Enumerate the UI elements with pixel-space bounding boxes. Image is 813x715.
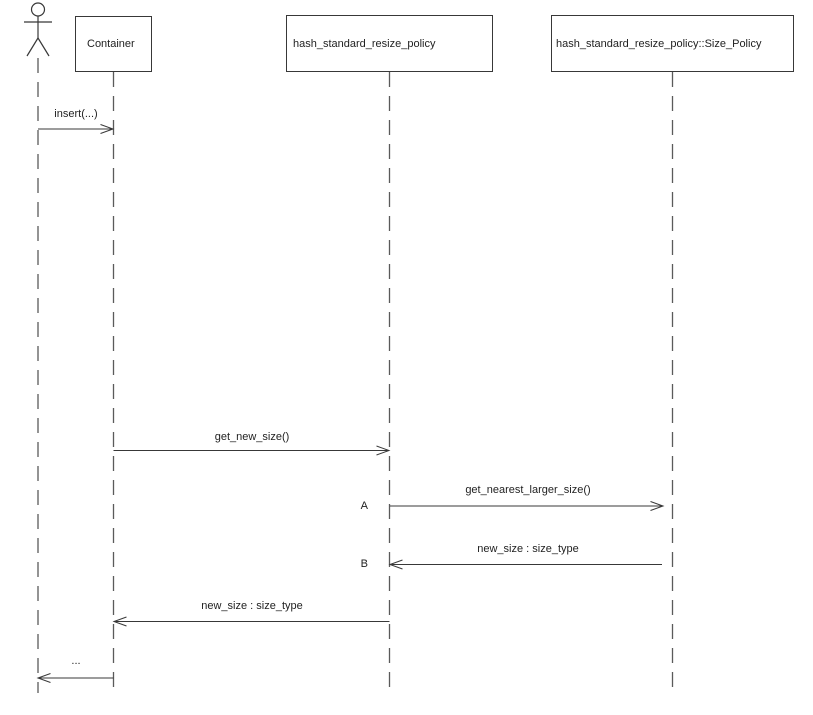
arrowhead-left-icon: [112, 616, 127, 627]
arrowhead-left-icon: [36, 673, 51, 683]
actor-head: [30, 2, 46, 17]
actor-right-leg: [37, 37, 50, 57]
participant-size-policy-label: hash_standard_resize_policy::Size_Policy: [556, 37, 762, 50]
arrow-get-nearest-larger-size: [390, 501, 665, 511]
arrowhead-right-icon: [376, 445, 391, 456]
message-label-get-nearest-larger-size: get_nearest_larger_size(): [465, 484, 591, 496]
arrow-new-size-return-to-policy: [388, 559, 662, 570]
participant-container-label: Container: [87, 38, 135, 50]
message-label-new-size-to-container: new_size : size_type: [201, 600, 303, 612]
message-label-new-size-to-policy: new_size : size_type: [477, 543, 579, 555]
actor-icon: [24, 2, 52, 57]
arrowhead-right-icon: [100, 124, 115, 134]
participant-container: Container: [75, 16, 152, 72]
arrow-get-new-size: [113, 445, 391, 456]
participant-hash-standard-resize-policy-label: hash_standard_resize_policy: [293, 37, 436, 50]
message-label-get-new-size: get_new_size(): [214, 431, 290, 443]
arrowhead-right-icon: [650, 501, 665, 511]
arrow-new-size-return-to-container: [112, 616, 390, 627]
message-label-ellipsis: ...: [71, 655, 81, 667]
participant-hash-standard-resize-policy: hash_standard_resize_policy: [286, 15, 493, 72]
arrowhead-left-icon: [388, 559, 403, 570]
arrow-insert: [38, 124, 115, 134]
actor-left-leg: [26, 37, 39, 57]
message-label-insert: insert(...): [54, 108, 98, 120]
arrow-ellipsis-return: [36, 673, 114, 683]
participant-size-policy: hash_standard_resize_policy::Size_Policy: [551, 15, 794, 72]
marker-b: B: [360, 558, 368, 570]
marker-a: A: [360, 500, 368, 512]
